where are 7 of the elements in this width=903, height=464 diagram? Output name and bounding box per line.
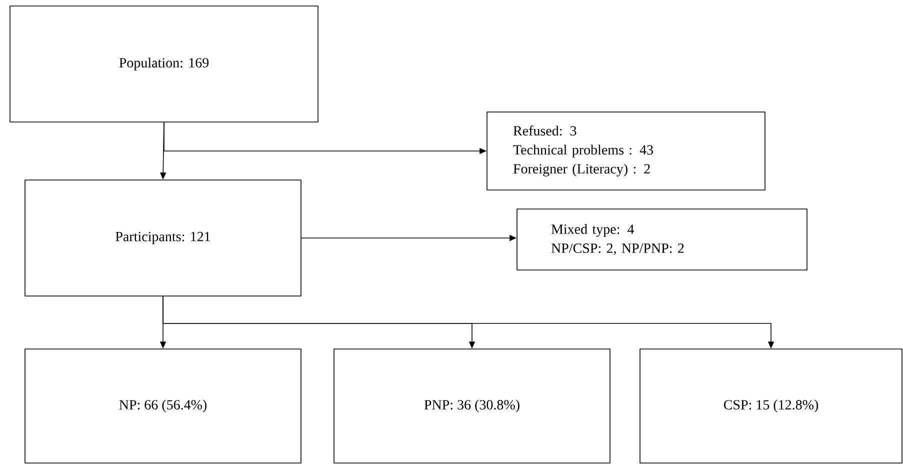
flow-box: PNP: 36 (30.8%) xyxy=(334,348,610,464)
flow-box: Mixed type: 4 NP/CSP: 2, NP/PNP: 2 xyxy=(516,208,808,270)
flow-box: CSP: 15 (12.8%) xyxy=(640,348,902,464)
flow-box: Participants: 121 xyxy=(24,180,302,296)
flow-box: Population: 169 xyxy=(10,6,318,122)
flow-box: NP: 66 (56.4%) xyxy=(24,348,302,464)
flow-box: Refused: 3 Technical problems : 43 Foreigner (Literacy) : 2 xyxy=(486,112,766,190)
